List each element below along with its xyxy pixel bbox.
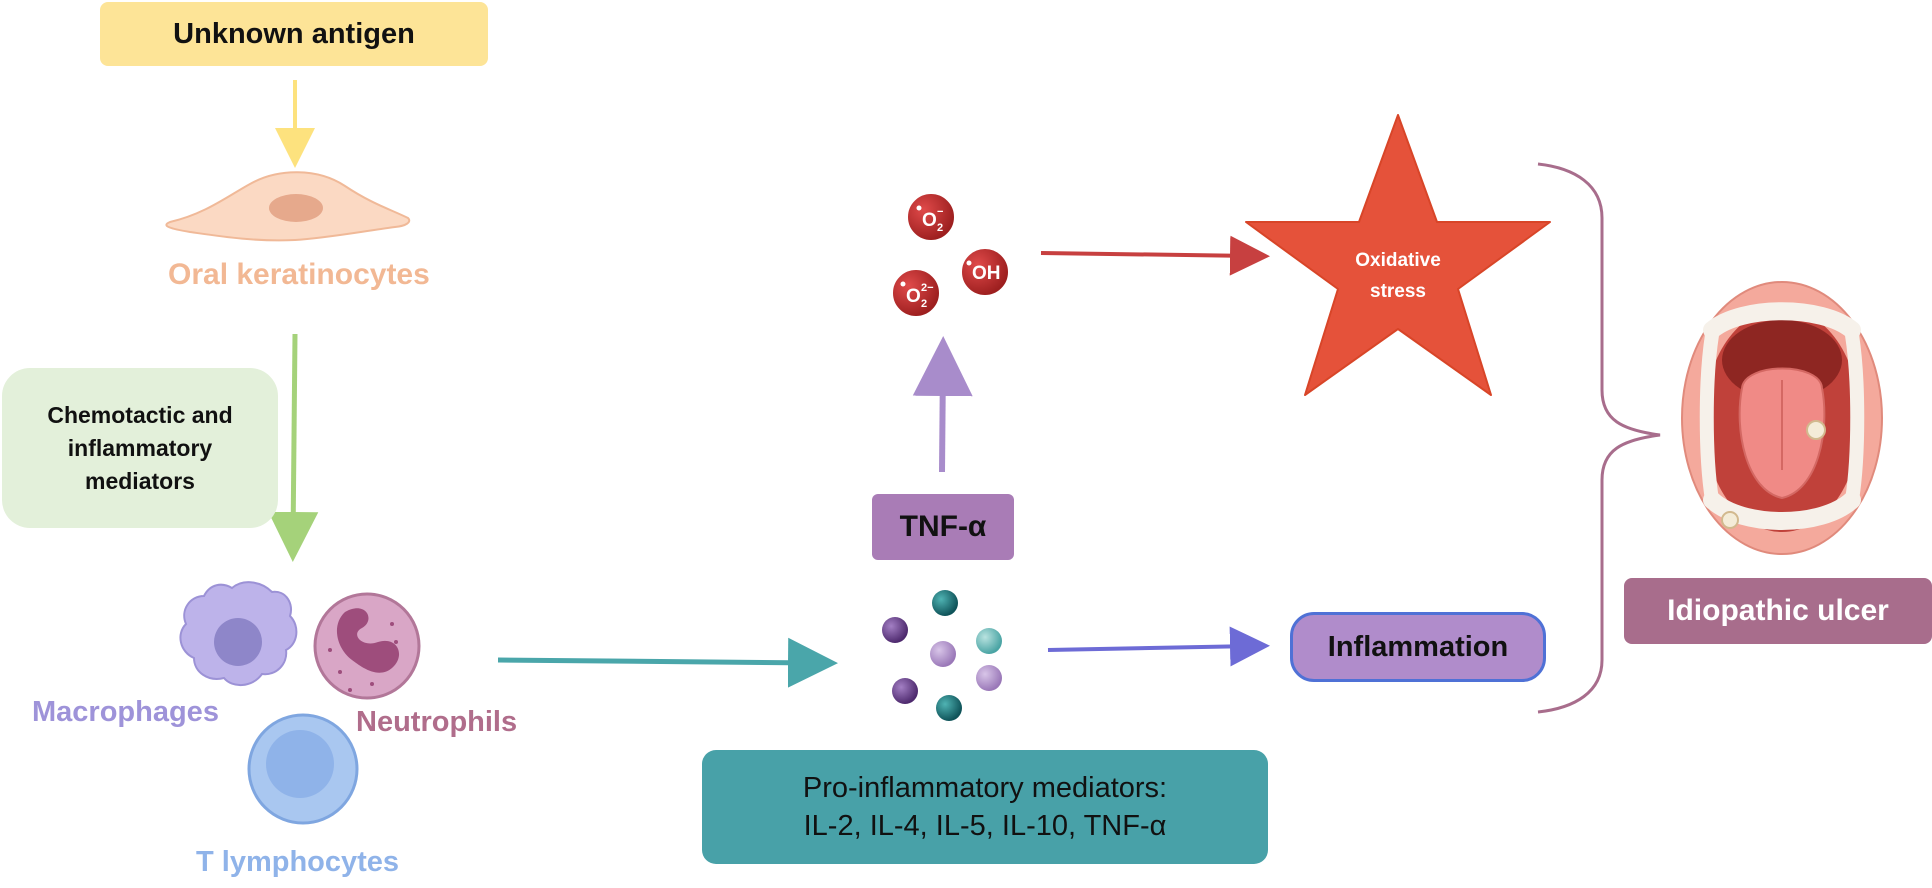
- radical-peroxide-label: O: [906, 286, 921, 307]
- open-mouth-icon: [1681, 281, 1883, 555]
- radical-superoxide-icon: O 2 −: [906, 192, 956, 242]
- star-icon: [1245, 114, 1551, 396]
- star-label-line2: stress: [1370, 281, 1426, 302]
- unknown-antigen-box: Unknown antigen: [100, 2, 488, 66]
- radical-peroxide-sub: 2: [921, 298, 927, 310]
- tnf-alpha-label: TNF-α: [899, 510, 987, 543]
- radical-superoxide-sub: 2: [937, 222, 943, 234]
- arrow-cytokines-to-inflammation: [1047, 626, 1270, 667]
- neutrophils-label: Neutrophils: [356, 706, 518, 738]
- radical-superoxide-label: O: [922, 210, 937, 231]
- radical-peroxide-icon: O 2 2−: [891, 268, 941, 318]
- tnf-alpha-box: TNF-α: [872, 494, 1014, 560]
- pro-inflammatory-mediators-box: Pro-inflammatory mediators: IL-2, IL-4, …: [702, 750, 1268, 864]
- radical-peroxide-sup: 2−: [921, 282, 934, 294]
- star-label-line1: Oxidative: [1355, 250, 1441, 271]
- unknown-antigen-label: Unknown antigen: [173, 17, 415, 50]
- t-lymphocytes-label: T lymphocytes: [196, 846, 400, 878]
- radical-hydroxyl-label: OH: [972, 263, 1001, 284]
- neutrophil-cell-icon: [313, 592, 421, 700]
- oxidative-stress-star: Oxidative stress: [1245, 114, 1551, 396]
- macrophages-label: Macrophages: [32, 696, 219, 728]
- macrophage-cell-icon: [179, 581, 298, 686]
- arrow-tnf-to-radicals: [912, 336, 973, 473]
- pro-inflammatory-title: Pro-inflammatory mediators:: [802, 772, 1168, 804]
- oral-keratinocytes-label: Oral keratinocytes: [168, 258, 430, 291]
- inflammation-label: Inflammation: [1327, 630, 1509, 663]
- inflammation-box: Inflammation: [1290, 612, 1546, 682]
- pro-inflammatory-list: IL-2, IL-4, IL-5, IL-10, TNF-α: [803, 810, 1167, 842]
- chemotactic-mediators-label: Chemotactic and inflammatory mediators: [47, 401, 233, 494]
- arrow-cells-to-cytokines: [497, 637, 838, 688]
- idiopathic-ulcer-label: Idiopathic ulcer: [1667, 594, 1889, 627]
- arrow-keratinocytes-to-cells: [268, 333, 319, 562]
- arrow-radicals-to-oxidative-stress: [1040, 235, 1270, 276]
- radical-superoxide-sup: −: [937, 206, 943, 218]
- t-lymphocyte-cell-icon: [247, 713, 359, 825]
- keratinocyte-cell-icon: [165, 171, 411, 242]
- curly-brace: [1537, 162, 1661, 714]
- idiopathic-ulcer-box: Idiopathic ulcer: [1624, 578, 1932, 644]
- radical-hydroxyl-icon: OH: [960, 247, 1010, 297]
- chemotactic-mediators-box: Chemotactic and inflammatory mediators: [2, 368, 278, 528]
- cytokine-particles-icon: [882, 590, 1002, 721]
